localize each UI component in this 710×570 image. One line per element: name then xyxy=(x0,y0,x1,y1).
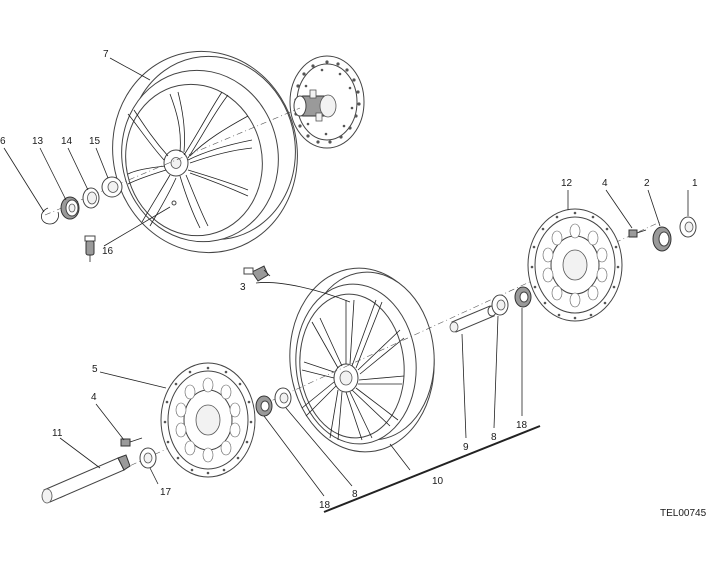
rear-circlip xyxy=(41,207,59,225)
drawing-reference-code: TEL00745 xyxy=(660,508,707,519)
callout-15: 15 xyxy=(89,136,101,147)
rear-brake-disc xyxy=(289,55,365,149)
rear-valve-16 xyxy=(84,235,96,262)
rear-axle-centerline xyxy=(44,107,301,216)
callout-7: 7 xyxy=(103,49,109,60)
front-wheel xyxy=(289,267,435,453)
callout-5: 5 xyxy=(92,364,98,375)
front-spacer-tube-9 xyxy=(449,305,497,333)
callout-4-right: 4 xyxy=(602,178,608,189)
front-valve-3 xyxy=(243,265,271,282)
front-spacer-2 xyxy=(652,226,672,252)
front-bearing-8-left xyxy=(274,387,292,409)
callout-17: 17 xyxy=(160,487,172,498)
rear-seal-14 xyxy=(82,187,100,209)
callout-2: 2 xyxy=(644,178,650,189)
front-seal-18-right xyxy=(514,286,532,308)
front-bearing-8-right xyxy=(491,294,509,316)
front-bolt-right xyxy=(628,229,647,238)
front-nut-1 xyxy=(679,216,697,238)
rear-wheel xyxy=(112,50,298,254)
callout-16: 16 xyxy=(102,246,114,257)
front-brake-disc-right xyxy=(527,208,623,322)
callout-4-left: 4 xyxy=(91,392,97,403)
front-brake-disc-left xyxy=(160,362,256,478)
callout-8-right: 8 xyxy=(491,432,497,443)
leader-lines xyxy=(3,57,689,513)
front-seal-18-left xyxy=(255,395,273,417)
rear-bearing-13 xyxy=(60,196,80,220)
callout-1: 1 xyxy=(692,178,698,189)
callouts: 1 2 3 4 4 5 6 7 8 8 9 10 11 12 13 14 15 … xyxy=(0,49,698,511)
callout-14: 14 xyxy=(61,136,73,147)
callout-13: 13 xyxy=(32,136,44,147)
callout-6: 6 xyxy=(0,136,6,147)
front-spacer-17 xyxy=(139,447,157,469)
callout-8-left: 8 xyxy=(352,489,358,500)
callout-18-right: 18 xyxy=(516,420,528,431)
callout-10: 10 xyxy=(432,476,444,487)
callout-12: 12 xyxy=(561,178,573,189)
front-axle xyxy=(41,454,131,504)
rear-spacer-15 xyxy=(101,176,123,198)
callout-9: 9 xyxy=(463,442,469,453)
callout-3: 3 xyxy=(240,282,246,293)
front-bolt-left xyxy=(120,437,143,447)
callout-11: 11 xyxy=(52,428,63,439)
callout-18-left: 18 xyxy=(319,500,331,511)
